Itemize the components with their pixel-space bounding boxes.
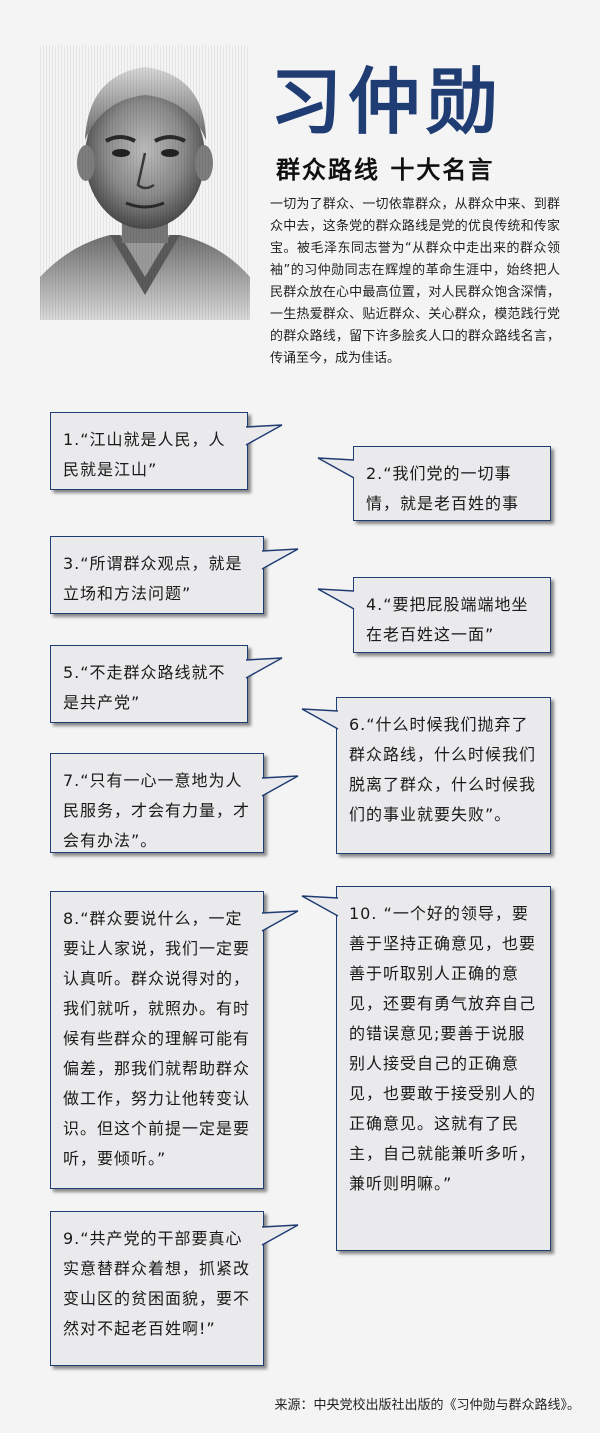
quote-bubble-6: 6.“什么时候我们抛弃了群众路线，什么时候我们脱离了群众，什么时候我们的事业就要… bbox=[336, 697, 551, 854]
bubble-tail-3 bbox=[261, 548, 299, 570]
portrait-illustration bbox=[40, 45, 250, 320]
quote-text-5: 5.“不走群众路线就不是共产党” bbox=[63, 663, 226, 712]
quote-bubble-3: 3.“所谓群众观点，就是立场和方法问题” bbox=[50, 536, 264, 614]
quote-text-3: 3.“所谓群众观点，就是立场和方法问题” bbox=[63, 554, 243, 603]
quote-text-4: 4.“要把屁股端端地坐在老百姓这一面” bbox=[366, 595, 529, 644]
portrait-image bbox=[40, 45, 250, 320]
bubble-tail-6 bbox=[301, 708, 339, 730]
bubble-tail-5 bbox=[245, 657, 283, 679]
quote-text-8: 8.“群众要说什么，一定要让人家说，我们一定要认真听。群众说得对的，我们就听，就… bbox=[63, 909, 251, 1168]
quote-bubble-5: 5.“不走群众路线就不是共产党” bbox=[50, 645, 248, 723]
quote-text-7: 7.“只有一心一意地为人民服务，才会有力量，才会有办法”。 bbox=[63, 771, 251, 850]
bubble-tail-4 bbox=[317, 588, 355, 610]
bubble-tail-10 bbox=[301, 895, 339, 917]
quote-text-1: 1.“江山就是人民，人民就是江山” bbox=[63, 430, 226, 479]
bubble-tail-7 bbox=[261, 775, 299, 797]
quote-bubble-8: 8.“群众要说什么，一定要让人家说，我们一定要认真听。群众说得对的，我们就听，就… bbox=[50, 891, 264, 1189]
person-name-title: 习仲勋 bbox=[270, 59, 505, 144]
quote-text-10: 10. “一个好的领导，要善于坚持正确意见，也要善于听取别人正确的意见，还要有勇… bbox=[349, 904, 537, 1193]
page-subtitle: 群众路线 十大名言 bbox=[276, 155, 495, 184]
source-credit: 来源：中央党校出版社出版的《习仲勋与群众路线》。 bbox=[274, 1398, 580, 1413]
quote-text-2: 2.“我们党的一切事情，就是老百姓的事 bbox=[366, 464, 520, 513]
quote-bubble-4: 4.“要把屁股端端地坐在老百姓这一面” bbox=[353, 577, 551, 653]
bubble-tail-1 bbox=[245, 424, 283, 446]
quote-bubble-9: 9.“共产党的干部要真心实意替群众着想，抓紧改变山区的贫困面貌，要不然对不起老百… bbox=[50, 1211, 264, 1366]
quote-bubble-1: 1.“江山就是人民，人民就是江山” bbox=[50, 412, 248, 490]
quote-bubble-2: 2.“我们党的一切事情，就是老百姓的事 bbox=[353, 446, 551, 521]
quote-text-6: 6.“什么时候我们抛弃了群众路线，什么时候我们脱离了群众，什么时候我们的事业就要… bbox=[349, 715, 537, 824]
bubble-tail-8 bbox=[261, 910, 299, 932]
quote-text-9: 9.“共产党的干部要真心实意替群众着想，抓紧改变山区的贫困面貌，要不然对不起老百… bbox=[63, 1229, 251, 1338]
quote-bubble-7: 7.“只有一心一意地为人民服务，才会有力量，才会有办法”。 bbox=[50, 753, 264, 853]
bubble-tail-9 bbox=[261, 1224, 299, 1246]
quote-bubble-10: 10. “一个好的领导，要善于坚持正确意见，也要善于听取别人正确的意见，还要有勇… bbox=[336, 886, 551, 1251]
bubble-tail-2 bbox=[317, 457, 355, 479]
intro-paragraph: 一切为了群众、一切依靠群众，从群众中来、到群众中去，这条党的群众路线是党的优良传… bbox=[270, 197, 560, 366]
